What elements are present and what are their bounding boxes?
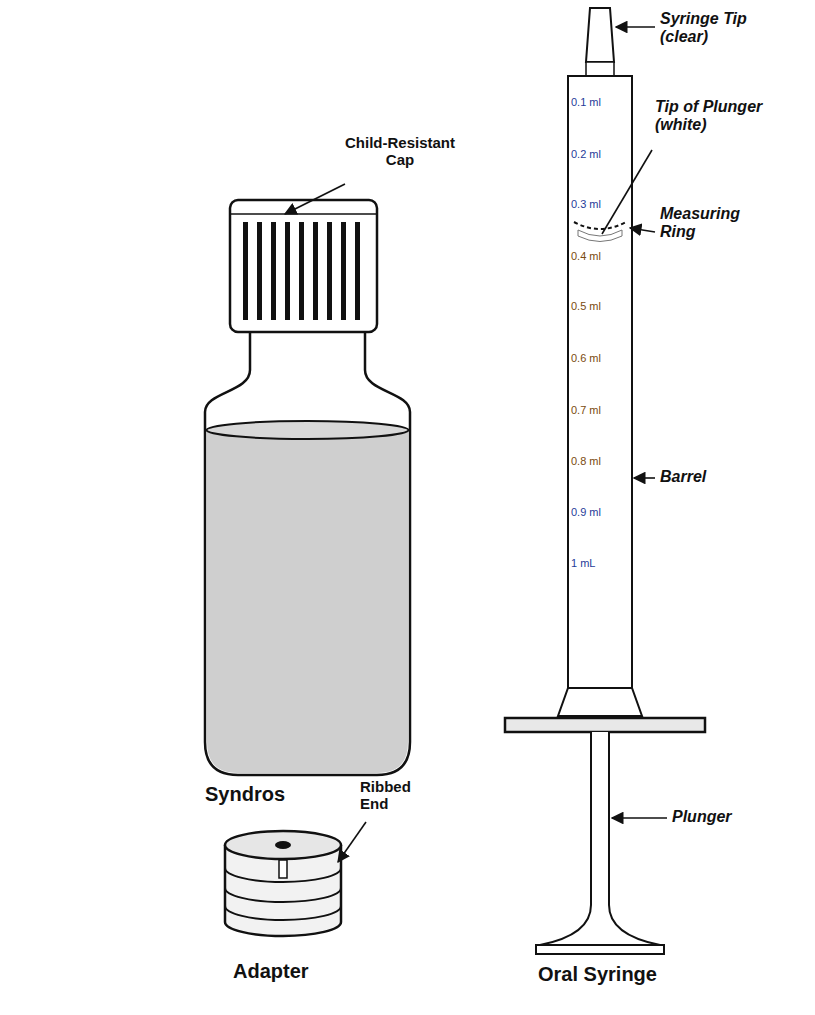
part-title: Oral Syringe — [538, 963, 698, 986]
cap-ridge — [355, 222, 360, 320]
cap-ridge — [341, 222, 346, 320]
syndros-bottle — [205, 200, 410, 780]
leader-arrow — [338, 822, 366, 862]
scale-mark: 0.5 ml — [571, 300, 629, 313]
finger-flange — [505, 718, 705, 732]
bottle-outline — [205, 330, 410, 775]
callout-label: Syringe Tip (clear) — [660, 10, 790, 47]
leader-lines — [285, 27, 667, 862]
cap-ridge — [271, 222, 276, 320]
adapter-rib — [225, 888, 341, 902]
barrel-collar — [558, 688, 642, 716]
cap-ridge — [299, 222, 304, 320]
part-label: Child-Resistant Cap — [330, 134, 470, 169]
scale-mark: 0.3 ml — [571, 198, 629, 211]
plunger-base — [536, 945, 664, 954]
syringe-neck — [586, 62, 614, 76]
adapter-top — [225, 831, 341, 859]
adapter-rib — [225, 906, 341, 920]
scale-mark: 0.8 ml — [571, 455, 629, 468]
scale-mark: 0.7 ml — [571, 404, 629, 417]
child-resistant-cap — [230, 200, 377, 332]
cap-ridge — [257, 222, 262, 320]
leader-arrow — [612, 817, 667, 819]
adapter-notch — [279, 860, 287, 878]
scale-mark: 0.6 ml — [571, 352, 629, 365]
cap-ridge — [243, 222, 248, 320]
scale-mark: 0.2 ml — [571, 148, 629, 161]
part-title: Adapter — [233, 960, 343, 983]
cap-ridge — [327, 222, 332, 320]
bottle-liquid — [207, 430, 410, 780]
scale-mark: 0.1 ml — [571, 96, 629, 109]
liquid-surface — [207, 421, 409, 439]
scale-mark: 0.4 ml — [571, 250, 629, 263]
cap-rim — [230, 213, 377, 215]
scale-mark: 0.9 ml — [571, 506, 629, 519]
plunger-tip — [578, 230, 622, 242]
leader-arrow — [616, 26, 655, 28]
callout-label: Tip of Plunger (white) — [655, 98, 795, 135]
callout-label: Barrel — [660, 468, 760, 486]
adapter-hole — [275, 841, 291, 849]
part-label: Ribbed End — [360, 778, 430, 813]
scale-mark: 1 mL — [571, 557, 629, 570]
measuring-ring — [574, 222, 626, 229]
callout-label: Plunger — [672, 808, 772, 826]
cap-ridge — [313, 222, 318, 320]
part-title: Syndros — [205, 783, 305, 806]
leader-arrow — [285, 184, 345, 214]
callout-label: Measuring Ring — [660, 205, 772, 242]
cap-ridge — [285, 222, 290, 320]
syringe-barrel — [568, 76, 632, 688]
cap-ridges — [243, 222, 360, 320]
leader-arrow — [634, 477, 655, 479]
leader-line — [602, 150, 652, 234]
syringe-tip — [586, 8, 614, 62]
leader-arrow — [630, 228, 655, 232]
plunger-rod — [540, 732, 660, 945]
adapter — [225, 831, 341, 936]
